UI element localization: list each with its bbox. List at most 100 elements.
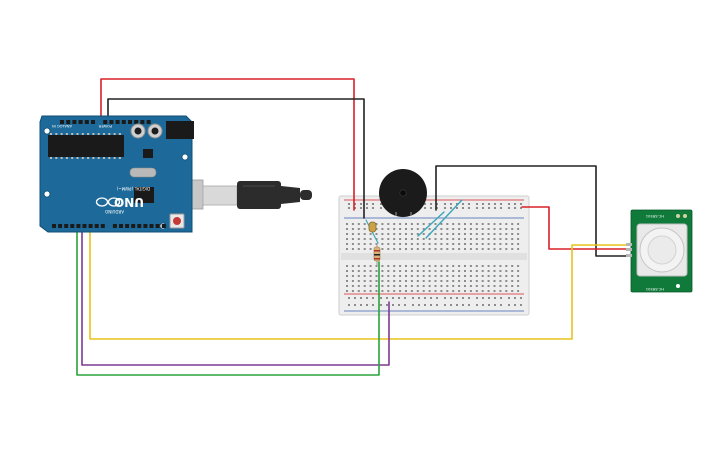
chip-pin: [71, 157, 74, 159]
wire-purple-arduino-to-breadboard[interactable]: [81, 227, 390, 366]
breadboard-hole: [399, 248, 402, 250]
breadboard-hole: [511, 238, 514, 240]
breadboard-hole: [428, 285, 431, 287]
led[interactable]: [368, 221, 377, 233]
arduino-power-header[interactable]: [60, 120, 151, 124]
wire-red-breadboard-to-pir[interactable]: [521, 206, 631, 250]
breadboard-hole: [375, 290, 378, 292]
wire-red-arduino-to-breadboard[interactable]: [100, 78, 355, 211]
breadboard-hole: [375, 285, 378, 287]
breadboard-hole: [464, 238, 466, 240]
chip-pin: [97, 157, 100, 159]
arduino-regulator: [143, 149, 153, 158]
pir-pin-1[interactable]: [626, 243, 632, 246]
breadboard-hole: [387, 248, 390, 250]
pir-motion-sensor[interactable]: HC-SR501 HC-SR501: [626, 209, 693, 293]
breadboard-hole: [493, 243, 496, 245]
breadboard-rail-hole: [476, 297, 478, 299]
wire-teal-1[interactable]: [417, 211, 445, 237]
breadboard-hole: [434, 238, 437, 240]
breadboard-hole: [481, 290, 484, 292]
breadboard-rail-hole: [372, 203, 374, 205]
breadboard-hole: [351, 275, 354, 277]
breadboard-hole: [511, 280, 514, 282]
chip-pin: [103, 157, 105, 159]
chip-pin: [65, 157, 68, 159]
breadboard-hole: [393, 270, 396, 272]
buzzer-hole: [399, 189, 407, 197]
wire-teal-2[interactable]: [425, 199, 463, 239]
breadboard-rail-hole: [386, 297, 388, 299]
breadboard-hole: [464, 243, 466, 245]
breadboard-hole: [458, 280, 461, 282]
breadboard-rail-hole: [360, 203, 362, 205]
breadboard-hole: [452, 233, 455, 235]
chip-pin: [81, 133, 84, 135]
breadboard-hole: [469, 275, 472, 277]
breadboard-hole: [369, 238, 372, 240]
breadboard-rail-hole: [430, 304, 432, 306]
breadboard-hole: [511, 228, 514, 230]
mount-hole-2: [43, 190, 51, 198]
breadboard-hole: [517, 248, 520, 250]
resistor[interactable]: [373, 243, 381, 266]
breadboard-hole: [351, 285, 354, 287]
breadboard-hole: [511, 275, 514, 277]
breadboard-rail-hole: [514, 304, 516, 306]
breadboard-rail-hole: [500, 203, 502, 205]
breadboard-hole: [505, 265, 508, 267]
breadboard-hole: [487, 265, 490, 267]
breadboard-hole: [399, 223, 402, 225]
breadboard-hole: [410, 290, 413, 292]
piezo-buzzer[interactable]: [379, 169, 427, 217]
breadboard-hole: [393, 290, 396, 292]
breadboard-hole: [493, 265, 496, 267]
breadboard-hole: [487, 285, 490, 287]
breadboard-hole: [416, 280, 419, 282]
breadboard-hole: [434, 265, 437, 267]
arduino-digital-header[interactable]: [52, 224, 166, 228]
breadboard-hole: [505, 270, 508, 272]
breadboard-hole: [357, 275, 360, 277]
breadboard-hole: [481, 270, 484, 272]
wire-black-arduino-to-breadboard[interactable]: [107, 98, 365, 219]
pir-pin-3[interactable]: [626, 254, 632, 257]
breadboard-hole: [434, 285, 437, 287]
breadboard-hole: [428, 270, 431, 272]
breadboard-rail-hole: [462, 207, 464, 209]
breadboard-hole: [357, 270, 360, 272]
wire-green-arduino-to-breadboard[interactable]: [76, 227, 380, 376]
wire-black-breadboard-to-pir[interactable]: [435, 165, 631, 257]
breadboard-hole: [458, 223, 461, 225]
header-pin: [134, 120, 139, 124]
breadboard-hole: [434, 270, 437, 272]
breadboard-hole: [351, 265, 354, 267]
breadboard-hole: [363, 223, 366, 225]
breadboard-hole: [363, 228, 366, 230]
breadboard-hole: [487, 290, 490, 292]
wire-yellow-arduino-to-pir[interactable]: [89, 227, 631, 340]
header-pin: [125, 224, 130, 228]
breadboard-hole: [381, 248, 384, 250]
breadboard-hole: [405, 228, 407, 230]
arduino-uno[interactable]: UNO ARDUINO DIGITAL (PWM~) POWER ANALOG …: [39, 115, 194, 233]
breadboard-hole: [369, 270, 372, 272]
breadboard-hole: [446, 248, 449, 250]
breadboard-hole: [416, 265, 419, 267]
breadboard-hole: [428, 290, 431, 292]
breadboard-rail-hole: [380, 207, 382, 209]
breadboard-hole: [399, 290, 402, 292]
breadboard-hole: [469, 243, 472, 245]
header-pin: [137, 224, 142, 228]
breadboard-hole: [505, 285, 508, 287]
breadboard-hole: [393, 228, 396, 230]
chip-pin: [76, 133, 79, 135]
chip-pin: [65, 133, 68, 135]
breadboard-rail-hole: [354, 203, 356, 205]
breadboard[interactable]: [338, 195, 530, 316]
chip-pin: [50, 157, 52, 159]
breadboard-hole: [357, 280, 360, 282]
pir-pin-2[interactable]: [626, 248, 632, 251]
breadboard-rail-hole: [500, 207, 502, 209]
